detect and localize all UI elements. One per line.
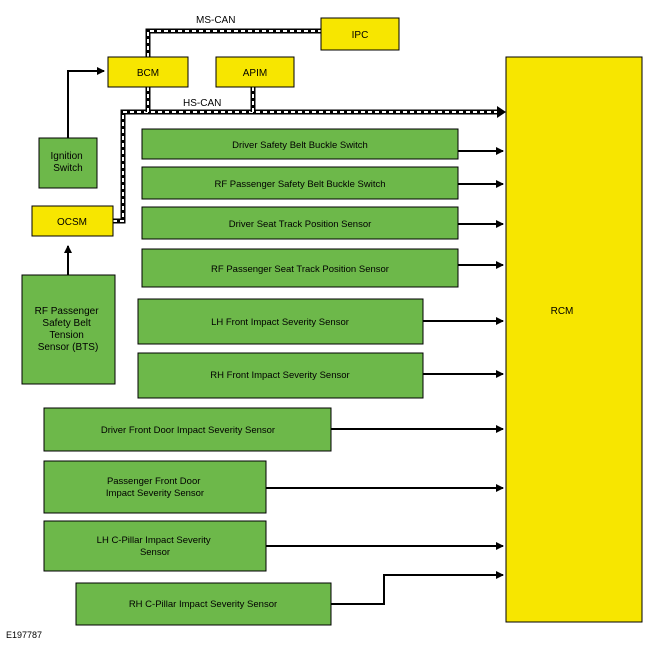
lh-front-sensor-label: LH Front Impact Severity Sensor [211,317,349,328]
ocsm-label: OCSM [57,217,87,228]
svg-text:Passenger Front Door Imp: Passenger Front Door Impact Severity Sen… [106,476,204,499]
ignition-switch-box: Ignition Switch [38,137,98,189]
pass-door-sensor-box: Passenger Front Door Impact Severity Sen… [43,460,267,514]
ipc-label: IPC [352,30,369,41]
lh-cpillar-sensor-box: LH C-Pillar Impact Severity Sensor [43,520,267,572]
rh-cpillar-sensor-label: RH C-Pillar Impact Severity Sensor [129,599,277,610]
svg-text:RF Passenger Safety Belt: RF Passenger Safety Belt Tension Sensor … [35,306,102,353]
ignition-switch-line-2: Switch [53,163,82,174]
rcm-module: RCM [505,56,643,623]
hs-can-arrowhead [497,106,506,118]
lh-cpillar-line-1: LH C-Pillar Impact Severity [97,535,211,546]
rf-seat-track-label: RF Passenger Seat Track Position Sensor [211,264,389,275]
driver-seat-track-box: Driver Seat Track Position Sensor [141,206,459,240]
pass-door-line-2: Impact Severity Sensor [106,488,204,499]
line-rh-cpillar [331,571,504,605]
hs-can-bus [113,87,506,224]
driver-door-sensor-label: Driver Front Door Impact Severity Sensor [101,425,275,436]
ignition-to-bcm-line [67,67,105,138]
bcm-module: BCM [107,56,189,88]
ms-can-label: MS-CAN [196,15,235,26]
lh-cpillar-line-2: Sensor [140,547,170,558]
svg-text:Ignition Switch: Ignition Switch [50,151,85,174]
svg-text:LH C-Pillar Impact Severity: LH C-Pillar Impact Severity Sensor [97,535,214,558]
rh-front-sensor-box: RH Front Impact Severity Sensor [137,352,424,399]
bts-line-1: RF Passenger [35,306,100,317]
driver-buckle-switch-label: Driver Safety Belt Buckle Switch [232,140,368,151]
bcm-label: BCM [137,68,159,79]
driver-buckle-switch-box: Driver Safety Belt Buckle Switch [141,128,459,160]
driver-door-sensor-box: Driver Front Door Impact Severity Sensor [43,407,332,452]
rcm-label: RCM [551,306,574,317]
ms-can-bus [145,28,321,57]
rf-buckle-switch-box: RF Passenger Safety Belt Buckle Switch [141,166,459,200]
ignition-switch-line-1: Ignition [50,151,82,162]
rh-front-sensor-label: RH Front Impact Severity Sensor [210,370,349,381]
rf-buckle-switch-label: RF Passenger Safety Belt Buckle Switch [214,179,385,190]
rf-seat-track-box: RF Passenger Seat Track Position Sensor [141,248,459,288]
connection-lines [64,67,504,605]
bts-line-4: Sensor (BTS) [38,342,99,353]
hs-can-label: HS-CAN [183,98,221,109]
bts-line-3: Tension [49,330,83,341]
bts-line-2: Safety Belt [42,318,91,329]
rh-cpillar-sensor-box: RH C-Pillar Impact Severity Sensor [75,582,332,626]
bts-sensor-box: RF Passenger Safety Belt Tension Sensor … [21,274,116,385]
lh-front-sensor-box: LH Front Impact Severity Sensor [137,298,424,345]
driver-seat-track-label: Driver Seat Track Position Sensor [229,219,372,230]
apim-module: APIM [215,56,295,88]
pass-door-line-1: Passenger Front Door [107,476,200,487]
ipc-module: IPC [320,17,400,51]
apim-label: APIM [243,68,267,79]
figure-code: E197787 [6,630,43,640]
ocsm-module: OCSM [31,205,114,237]
